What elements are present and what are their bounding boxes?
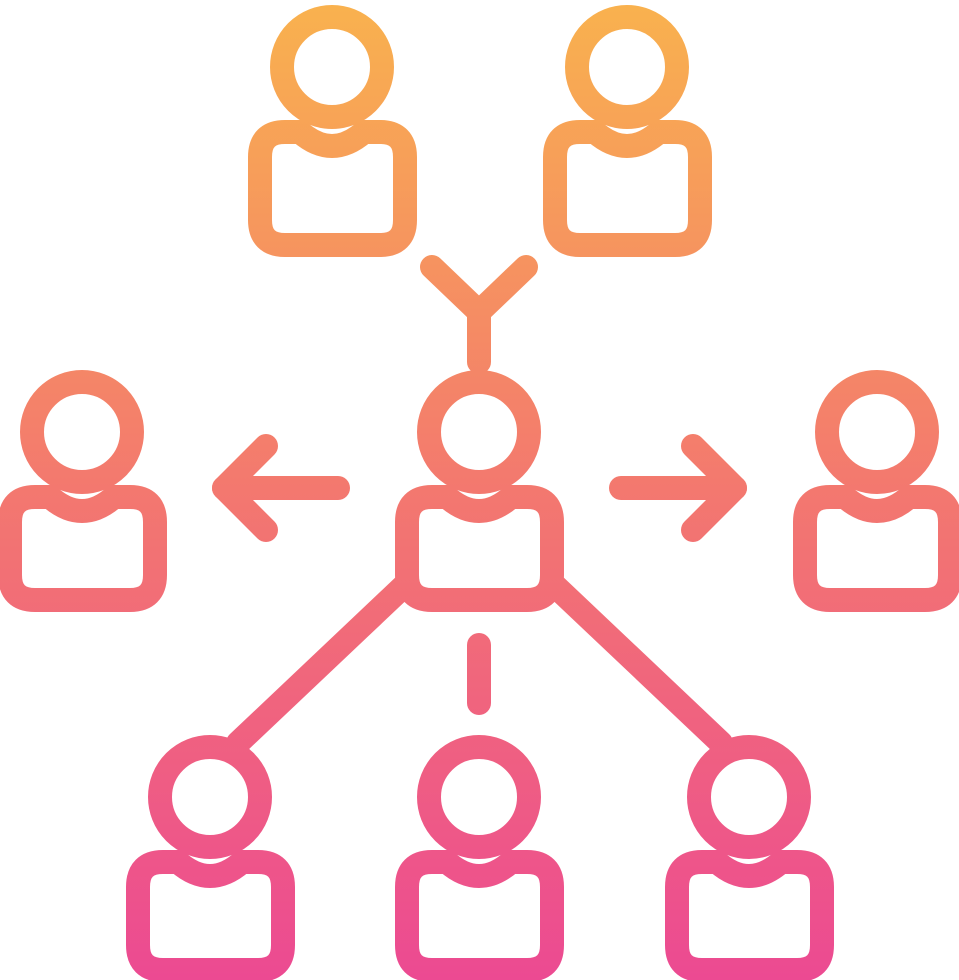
arrow-left-icon: [212, 434, 350, 542]
person-top-right-icon: [543, 5, 712, 257]
person-left-icon: [0, 370, 167, 612]
person-bottom-left-icon: [126, 735, 295, 980]
person-center-icon: [395, 370, 564, 612]
arrow-right-icon: [609, 434, 747, 542]
person-bottom-center-icon: [395, 735, 564, 980]
person-bottom-right-icon: [665, 735, 834, 980]
person-top-left-icon: [248, 5, 417, 257]
tree-branch-connector: [226, 571, 733, 755]
person-right-icon: [793, 370, 959, 612]
y-connector: [420, 255, 538, 374]
